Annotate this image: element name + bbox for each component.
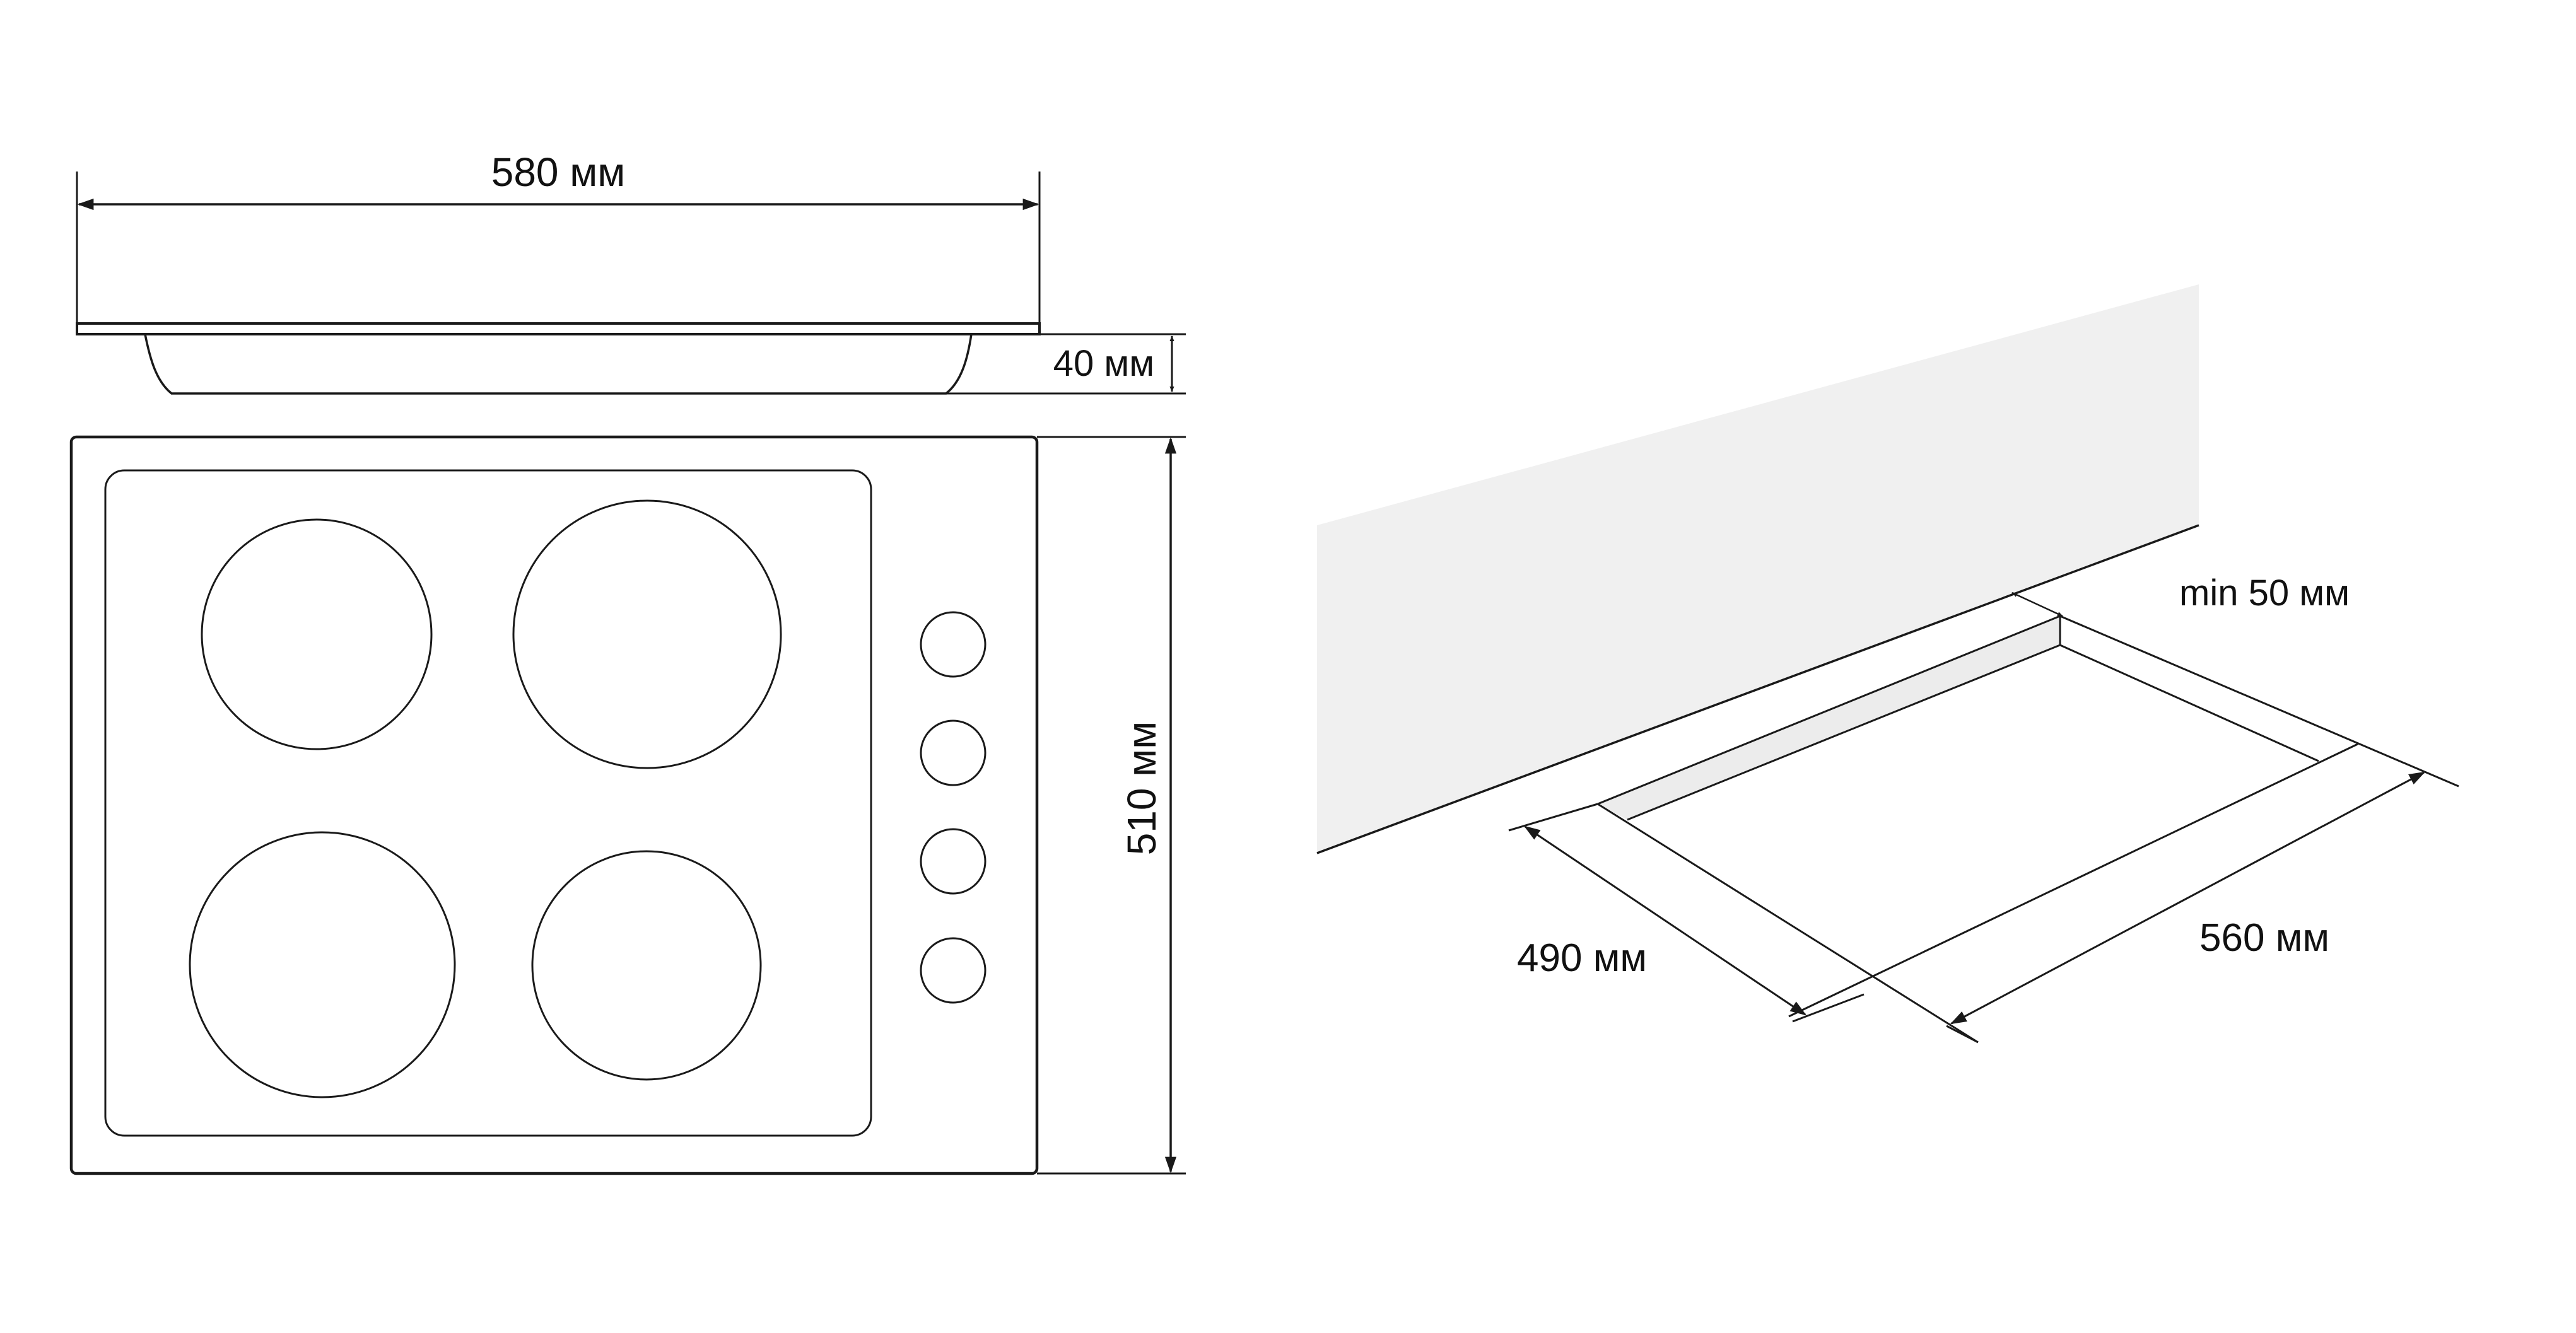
cutout-right-edge-inner bbox=[2059, 644, 2319, 762]
control-knob-3 bbox=[920, 828, 986, 895]
cutout-back-rim bbox=[1598, 616, 2060, 820]
depth490-extension-bottom bbox=[1792, 993, 1865, 1023]
hob-body-profile bbox=[144, 334, 973, 395]
cutout-depth-label: 490 мм bbox=[1517, 936, 1647, 980]
wall-countertop-edge bbox=[1316, 524, 2199, 854]
hob-side-view bbox=[76, 172, 1186, 395]
cutout-left-edge bbox=[1597, 803, 1979, 1044]
width-label: 580 мм bbox=[491, 149, 626, 195]
depth-label: 510 мм bbox=[1119, 721, 1164, 856]
hob-top-view bbox=[69, 435, 1186, 1175]
cutout-front-edge bbox=[1788, 743, 2358, 1018]
depth490-extension-top bbox=[1508, 803, 1598, 832]
height-label: 40 мм bbox=[1053, 343, 1154, 384]
control-knob-1 bbox=[920, 611, 986, 678]
cutout-width-label: 560 мм bbox=[2199, 916, 2329, 960]
burner-front-right bbox=[531, 850, 762, 1081]
wall-gap-dimension-line bbox=[2011, 591, 2063, 617]
control-knob-2 bbox=[920, 719, 986, 786]
hob-top-plate bbox=[76, 322, 1041, 335]
burner-back-left bbox=[201, 518, 433, 750]
width560-dimension-line bbox=[1950, 771, 2426, 1025]
depth490-dimension-line bbox=[1523, 825, 1807, 1016]
control-knob-4 bbox=[920, 937, 986, 1004]
cutout-back-edge-top bbox=[1597, 615, 2061, 805]
burner-front-left bbox=[189, 831, 456, 1098]
hob-cooking-surface bbox=[104, 469, 872, 1137]
wall-gap-label: min 50 мм bbox=[2179, 573, 2350, 614]
hob-outer-frame bbox=[69, 435, 1039, 1175]
wall-panel bbox=[1317, 284, 2199, 853]
cutout-perspective-view bbox=[1316, 284, 2459, 1044]
cutout-right-edge-top bbox=[2059, 615, 2459, 788]
burner-back-right bbox=[512, 499, 782, 769]
cutout-back-edge-inner bbox=[1627, 644, 2061, 821]
width560-extension-left bbox=[1946, 1025, 1979, 1044]
